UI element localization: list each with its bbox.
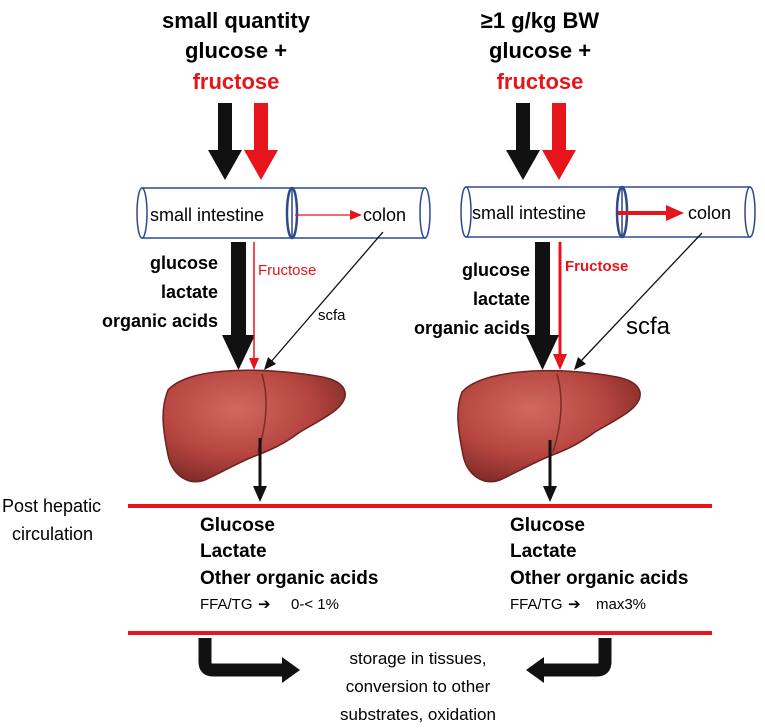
right-panel: ≥1 g/kg BW glucose + fructose small inte… xyxy=(414,8,756,502)
left-glucose-input-arrow xyxy=(208,103,242,180)
left-title-line3: fructose xyxy=(193,69,280,94)
right-title-line2: glucose + xyxy=(489,38,591,63)
left-intestine-to-colon-arrowhead xyxy=(350,210,362,220)
right-intestine-to-colon-arrowhead xyxy=(666,205,684,221)
right-product-organic-acids: organic acids xyxy=(414,318,530,338)
right-intestine-label: small intestine xyxy=(472,203,586,223)
right-scfa-arrowhead xyxy=(574,357,586,370)
right-storage-arrow xyxy=(540,638,612,677)
left-ffa-arrow-icon: ➔ xyxy=(258,596,271,613)
left-panel: small quantity glucose + fructose small … xyxy=(102,8,431,502)
right-storage-arrowhead xyxy=(526,657,544,683)
left-title-line2: glucose + xyxy=(185,38,287,63)
right-ffa-value: max3% xyxy=(596,596,646,613)
left-glucose-to-liver-arrow xyxy=(222,242,255,370)
right-colon-label: colon xyxy=(688,203,731,223)
right-product-lactate: lactate xyxy=(473,289,530,309)
storage-text-line3: substrates, oxidation xyxy=(340,705,496,724)
left-ffa-value: 0-< 1% xyxy=(291,596,339,613)
left-scfa-arrowhead xyxy=(264,357,276,370)
left-liver-illustration xyxy=(162,369,346,483)
right-ffa-label: FFA/TG xyxy=(510,596,563,613)
left-storage-arrowhead xyxy=(282,657,300,683)
right-scfa-label: scfa xyxy=(626,313,671,340)
left-title-line1: small quantity xyxy=(162,8,311,33)
storage-section: storage in tissues, conversion to other … xyxy=(198,638,612,724)
left-liver-output-arrowhead xyxy=(253,486,267,502)
right-liver-illustration xyxy=(457,370,641,483)
left-colon-label: colon xyxy=(363,205,406,225)
left-scfa-arrow xyxy=(269,231,384,364)
left-product-glucose: glucose xyxy=(150,253,218,273)
right-title-line3: fructose xyxy=(497,69,584,94)
right-glucose-input-arrow xyxy=(506,103,540,180)
right-fructose-arrowhead xyxy=(553,354,567,370)
post-hepatic-circulation: Post hepatic circulation Glucose Lactate… xyxy=(2,496,712,635)
left-ffa-label: FFA/TG xyxy=(200,596,253,613)
left-fructose-label: Fructose xyxy=(258,262,316,279)
left-scfa-label: scfa xyxy=(318,307,346,324)
left-fructose-arrowhead xyxy=(249,358,259,370)
left-fructose-input-arrow xyxy=(244,103,278,180)
left-output-other-acids: Other organic acids xyxy=(200,568,378,589)
right-ffa-arrow-icon: ➔ xyxy=(568,596,581,613)
right-fructose-label: Fructose xyxy=(565,258,628,275)
circulation-label-line1: Post hepatic xyxy=(2,496,101,516)
storage-text-line2: conversion to other xyxy=(346,677,491,696)
right-liver-output-arrowhead xyxy=(543,486,557,502)
left-product-organic-acids: organic acids xyxy=(102,311,218,331)
right-glucose-to-liver-arrow xyxy=(526,242,559,370)
right-title-line1: ≥1 g/kg BW xyxy=(481,8,600,33)
circulation-label-line2: circulation xyxy=(12,524,93,544)
left-output-glucose: Glucose xyxy=(200,515,275,536)
left-product-lactate: lactate xyxy=(161,282,218,302)
right-output-glucose: Glucose xyxy=(510,515,585,536)
right-scfa-arrow xyxy=(579,232,703,363)
storage-text-line1: storage in tissues, xyxy=(349,649,486,668)
right-fructose-input-arrow xyxy=(542,103,576,180)
left-storage-arrow xyxy=(198,638,285,677)
left-output-lactate: Lactate xyxy=(200,541,267,562)
right-output-other-acids: Other organic acids xyxy=(510,568,688,589)
right-product-glucose: glucose xyxy=(462,260,530,280)
left-intestine-label: small intestine xyxy=(150,205,264,225)
right-output-lactate: Lactate xyxy=(510,541,577,562)
left-colon xyxy=(291,187,431,239)
